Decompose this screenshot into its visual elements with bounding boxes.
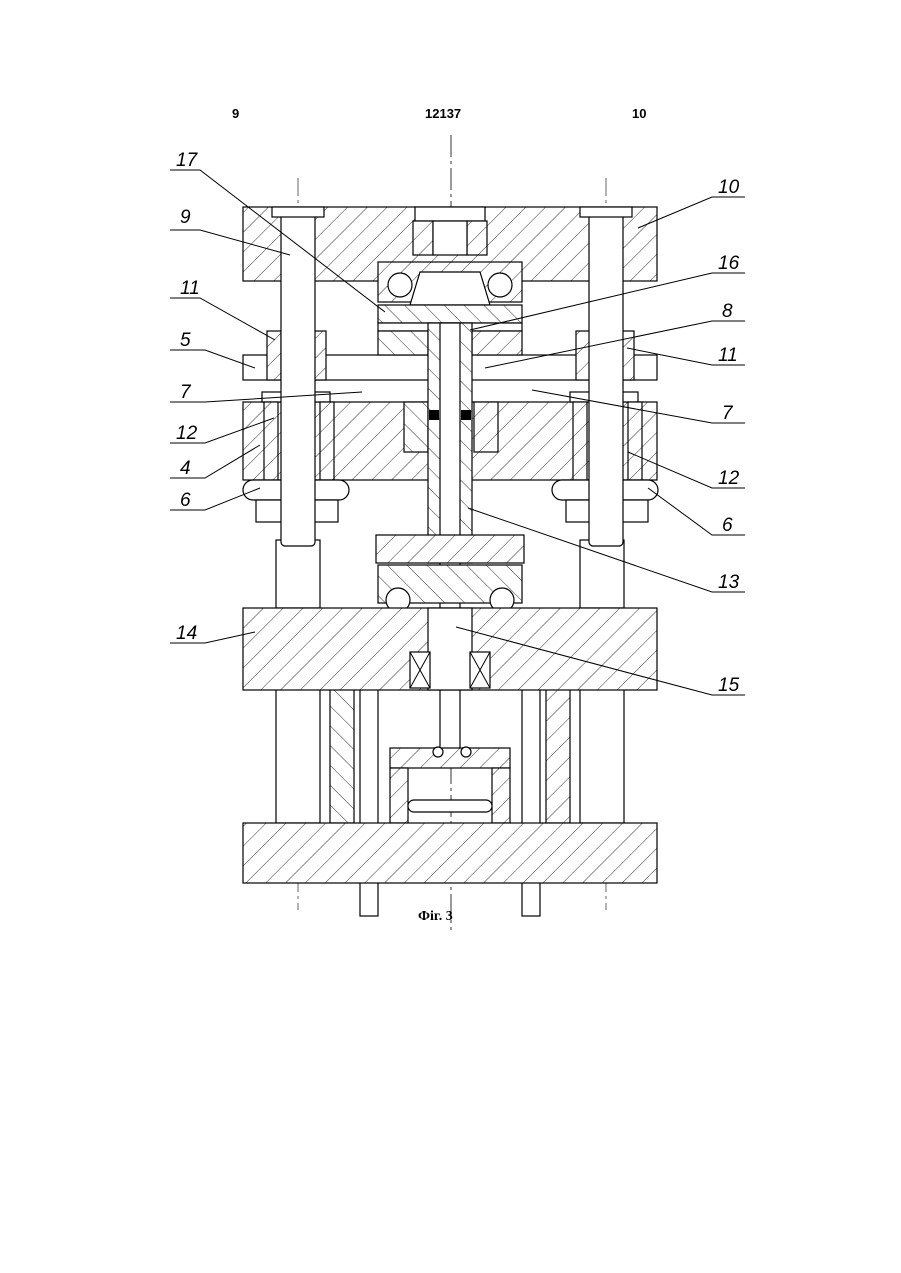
label-17: 17 [176,150,199,171]
label-8: 8 [722,301,733,322]
lower-housing [390,747,510,823]
label-4: 4 [180,458,191,479]
label-13: 13 [718,572,740,593]
label-5: 5 [180,330,191,351]
lower-bearing [376,535,524,612]
label-12-right: 12 [718,468,740,489]
bushing-11-right [576,331,590,380]
label-9: 9 [180,207,191,228]
label-7-right: 7 [722,403,734,424]
figure-caption: Фіг. 3 [418,909,453,924]
base-plate [243,823,657,883]
rod-9 [281,213,315,546]
flange-17 [378,305,522,323]
bushing-11-left [267,331,281,380]
label-11-left: 11 [180,278,200,299]
rod-10 [589,213,623,546]
label-11-right: 11 [718,345,738,366]
label-7-left: 7 [180,382,192,403]
label-6-left: 6 [180,490,191,511]
label-6-right: 6 [722,515,733,536]
label-12-left: 12 [176,423,198,444]
upper-bearing [378,262,522,305]
label-15: 15 [718,675,740,696]
label-14: 14 [176,623,197,644]
label-16: 16 [718,253,740,274]
label-10: 10 [718,177,740,198]
